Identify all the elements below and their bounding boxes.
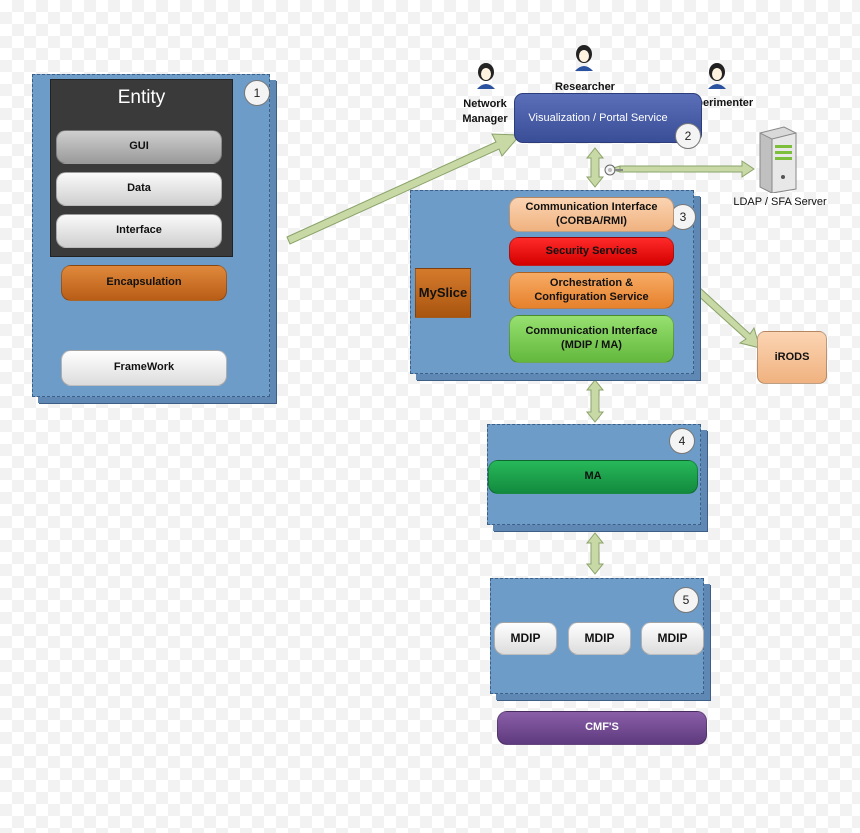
researcher-label: Researcher — [555, 81, 615, 93]
step-number-5: 5 — [673, 587, 699, 613]
ma-box: MA — [488, 460, 698, 494]
portal-service-label: Visualization / Portal Service — [528, 112, 668, 124]
server-icon — [759, 126, 797, 193]
gui-box: GUI — [56, 130, 222, 164]
cmfs-box: CMF'S — [497, 711, 707, 745]
step-number-3: 3 — [670, 204, 696, 230]
researcher-icon — [575, 45, 593, 71]
entity-portal-arrow — [286, 133, 522, 245]
encapsulation-box: Encapsulation — [61, 265, 227, 301]
network-manager-label: Network Manager — [462, 98, 508, 126]
irods-arrow — [693, 285, 761, 349]
network-manager-icon — [477, 63, 495, 89]
interface-box: Interface — [56, 214, 222, 248]
comm-interface-mdip-box: Communication Interface (MDIP / MA) — [509, 315, 674, 363]
experimenter-icon — [708, 63, 726, 89]
mdip-box-3: MDIP — [641, 622, 704, 655]
portal-middleware-arrow — [585, 147, 605, 188]
ldap-label: LDAP / SFA Server — [733, 196, 827, 208]
entity-title: Entity — [117, 87, 166, 108]
orchestration-box: Orchestration & Configuration Service — [509, 272, 674, 309]
ma-mdip-arrow — [585, 532, 605, 575]
framework-box: FrameWork — [61, 350, 227, 386]
data-box: Data — [56, 172, 222, 206]
mdip-box-1: MDIP — [494, 622, 557, 655]
security-services-box: Security Services — [509, 237, 674, 266]
comm-interface-corba-box: Communication Interface (CORBA/RMI) — [509, 197, 674, 232]
portal-service-box — [514, 93, 702, 143]
step-number-4: 4 — [669, 428, 695, 454]
ldap-arrow — [608, 160, 755, 178]
myslice-box: MySlice — [415, 268, 471, 318]
mdip-box-2: MDIP — [568, 622, 631, 655]
key-icon — [604, 164, 623, 176]
mw-ma-arrow — [585, 379, 605, 423]
step-number-1: 1 — [244, 80, 270, 106]
step-number-2: 2 — [675, 123, 701, 149]
irods-box: iRODS — [757, 331, 827, 384]
